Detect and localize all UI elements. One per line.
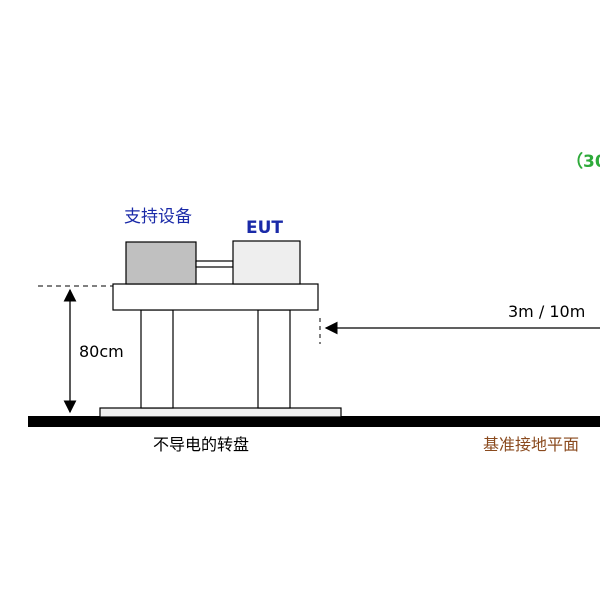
eut-box (232, 240, 301, 285)
height-label: 80cm (79, 342, 124, 361)
ground-plane-label: 基准接地平面 (483, 435, 580, 454)
support-equipment-box (125, 241, 197, 285)
table-leg-left (140, 309, 174, 409)
ground-plane (28, 416, 600, 427)
distance-label: 3m / 10m (508, 302, 586, 321)
connecting-cable (195, 260, 234, 268)
support-equipment-label: 支持设备 (124, 207, 192, 227)
table-leg-right (257, 309, 291, 409)
eut-label: EUT (246, 218, 284, 238)
turntable (99, 407, 342, 418)
frequency-note-label: （30 (566, 152, 600, 172)
table-top (112, 283, 319, 311)
turntable-label: 不导电的转盘 (153, 435, 250, 454)
